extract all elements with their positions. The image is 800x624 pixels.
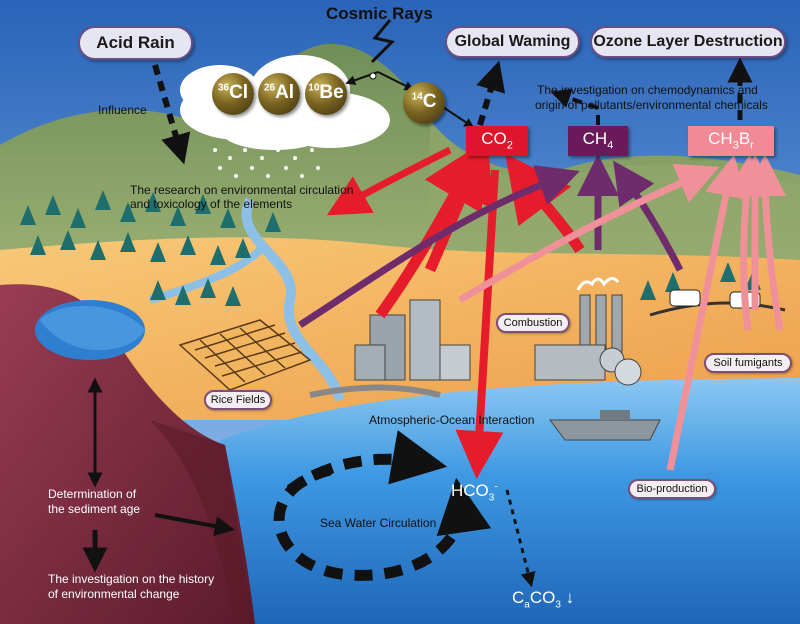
co2-box: CO2 <box>466 126 528 156</box>
ch3br-box: CH3Br <box>688 126 774 156</box>
title: Cosmic Rays <box>326 4 433 23</box>
global-warming-box: Global Waming <box>445 26 580 58</box>
ch3br-arrows <box>458 154 787 471</box>
cliff <box>0 284 255 624</box>
bio-production-tag: Bio-production <box>628 479 716 499</box>
acid-rain-box: Acid Rain <box>78 26 193 60</box>
influence-label: Influence <box>98 103 147 117</box>
chlorine-36-ball: 36Cl <box>212 73 254 115</box>
cosmic-ray-bolt <box>370 19 395 64</box>
ch4-arrows <box>298 154 684 328</box>
solid-arrows <box>82 71 475 573</box>
city <box>309 299 471 398</box>
forest <box>20 190 761 306</box>
factory <box>534 277 642 386</box>
atmo-ocean-label: Atmospheric-Ocean Interaction <box>369 413 535 427</box>
rice-field <box>178 319 312 391</box>
soil-fumigants-tag: Soil fumigants <box>704 353 792 373</box>
river <box>241 197 345 402</box>
research-label: The research on environmental circulatio… <box>130 183 354 211</box>
rain <box>213 148 320 178</box>
beryllium-10-ball: 10Be <box>305 73 347 115</box>
caco3-label: CaCO3 ↓ <box>512 588 575 611</box>
ch4-box: CH4 <box>568 126 628 156</box>
combustion-tag: Combustion <box>496 313 570 333</box>
carbon-14-ball: 14C <box>403 82 445 124</box>
aluminium-26-ball: 26Al <box>258 73 300 115</box>
ozone-box: Ozone Layer Destruction <box>590 26 786 58</box>
sea-circulation-label: Sea Water Circulation <box>320 516 437 530</box>
rice-fields-tag: Rice Fields <box>204 390 272 410</box>
dashed-arrows <box>152 57 753 588</box>
hco3-label: HCO3- <box>451 481 498 504</box>
ship <box>549 410 661 441</box>
